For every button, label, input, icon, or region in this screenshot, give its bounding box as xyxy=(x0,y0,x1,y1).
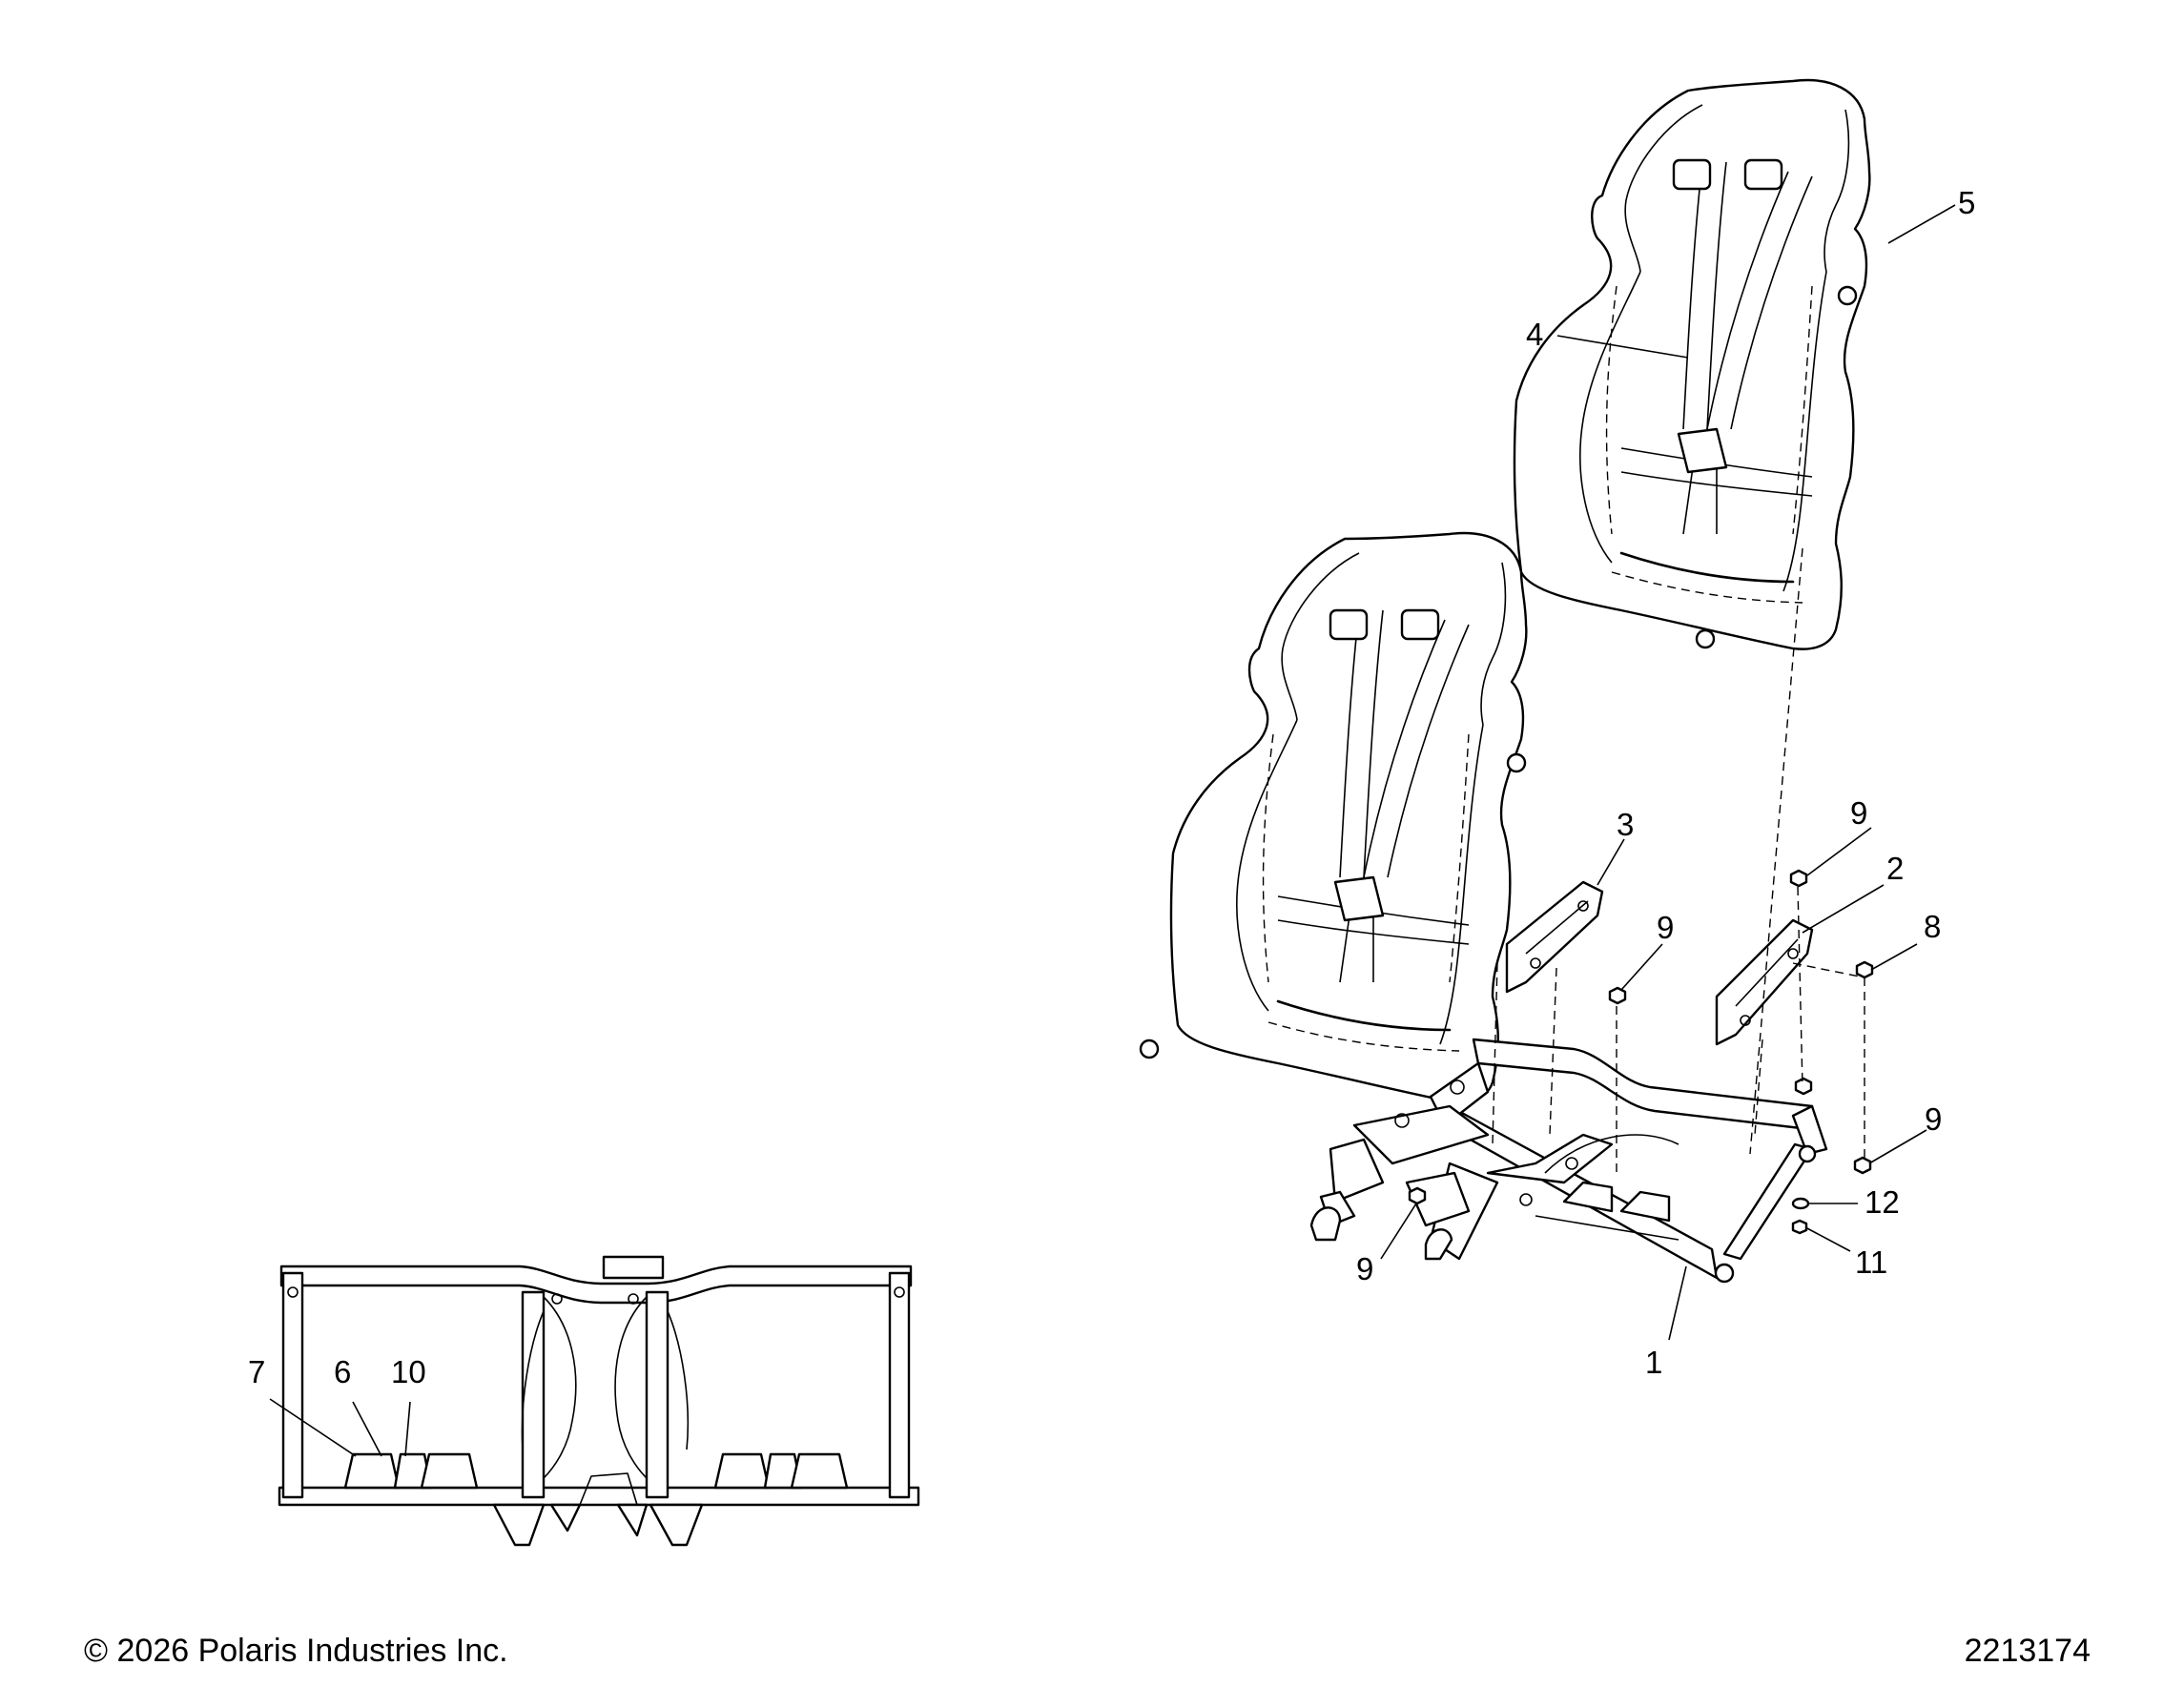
callout-1: 1 xyxy=(1645,1345,1662,1380)
callout-9-bottom: 9 xyxy=(1356,1251,1373,1286)
callout-10: 10 xyxy=(391,1354,426,1389)
callout-4: 4 xyxy=(1526,317,1543,352)
drawing-number: 2213174 xyxy=(1964,1633,2091,1669)
callout-9-top: 9 xyxy=(1850,795,1867,831)
seat-front xyxy=(1139,531,1528,1103)
seat-rear xyxy=(1513,78,1871,650)
callout-8: 8 xyxy=(1924,909,1941,944)
seat-base-frame xyxy=(1309,1038,1828,1284)
callout-3: 3 xyxy=(1617,807,1634,842)
callout-9-mid: 9 xyxy=(1657,910,1674,945)
callout-2: 2 xyxy=(1886,851,1904,886)
callout-7: 7 xyxy=(248,1354,265,1389)
callout-9-right: 9 xyxy=(1925,1101,1942,1137)
alignment-lines xyxy=(1492,547,1865,1173)
callout-11: 11 xyxy=(1855,1244,1887,1280)
copyright-notice: © 2026 Polaris Industries Inc. xyxy=(84,1633,508,1669)
leader-lines xyxy=(269,204,1956,1457)
bracket-3 xyxy=(1505,880,1604,994)
callout-6: 6 xyxy=(334,1354,351,1389)
callout-5: 5 xyxy=(1958,185,1975,220)
inset-frame-view xyxy=(278,1255,920,1547)
callout-12: 12 xyxy=(1865,1184,1900,1220)
callout-labels: 1 2 3 4 5 6 7 8 9 9 9 9 10 11 12 xyxy=(248,185,1975,1389)
fasteners xyxy=(1408,869,1874,1235)
